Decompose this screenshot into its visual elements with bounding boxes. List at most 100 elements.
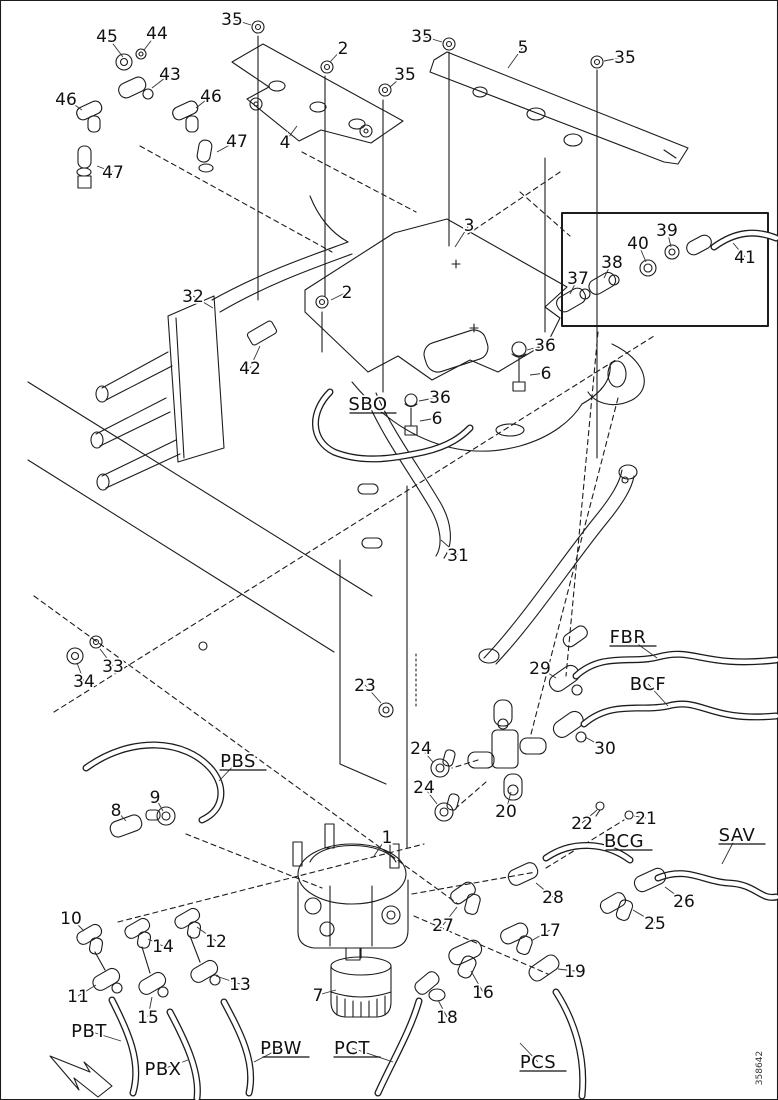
callout-38: 38 xyxy=(601,253,623,273)
callout-29: 29 xyxy=(529,659,551,679)
callout-19: 19 xyxy=(564,962,586,982)
port-label-bcg: BCG xyxy=(604,831,644,852)
leader-line xyxy=(215,975,241,985)
leader-line xyxy=(440,539,459,556)
main-mounting-plate-3 xyxy=(304,218,645,452)
port-label-pbt: PBT xyxy=(71,1021,107,1042)
leader-line xyxy=(507,46,524,69)
callout-35: 35 xyxy=(614,48,636,68)
leader-line xyxy=(106,35,124,58)
callout-3: 3 xyxy=(464,216,475,236)
leader-line xyxy=(420,747,434,763)
callout-24: 24 xyxy=(410,739,432,759)
leader-line xyxy=(557,968,576,972)
fasteners-33-34 xyxy=(66,635,208,665)
bottom-center-fittings xyxy=(374,922,587,1100)
port-label-bcf: BCF xyxy=(630,674,666,695)
valve-assembly xyxy=(292,823,409,1018)
callout-1: 1 xyxy=(382,828,393,848)
forward-direction-arrow xyxy=(49,1055,113,1098)
callout-35: 35 xyxy=(411,27,433,47)
port-label-sbo: SBO xyxy=(348,394,387,415)
leader-line xyxy=(419,417,438,422)
leader-line xyxy=(539,667,557,679)
callout-6: 6 xyxy=(432,409,443,429)
support-bracket-31 xyxy=(357,392,451,559)
cross-fitting-group xyxy=(378,699,634,822)
callout-39: 39 xyxy=(656,221,678,241)
leader-line xyxy=(70,917,85,932)
leader-line xyxy=(732,242,746,258)
leader-line xyxy=(437,999,448,1018)
leader-line xyxy=(351,1047,394,1063)
callout-34: 34 xyxy=(73,672,95,692)
leader-line xyxy=(65,98,83,111)
leader-line xyxy=(603,56,626,62)
leader-line xyxy=(77,984,97,997)
callout-4: 4 xyxy=(280,133,291,153)
leader-line xyxy=(721,834,738,865)
callout-8: 8 xyxy=(111,801,122,821)
figure-number: 358642 xyxy=(755,1051,765,1085)
callout-2: 2 xyxy=(342,283,353,303)
callout-13: 13 xyxy=(229,975,251,995)
callout-24: 24 xyxy=(413,778,435,798)
callout-11: 11 xyxy=(67,987,89,1007)
leader-line xyxy=(162,1059,189,1070)
leader-line xyxy=(526,344,546,351)
callout-33: 33 xyxy=(102,657,124,677)
leader-line xyxy=(147,938,164,947)
callout-46: 46 xyxy=(55,90,77,110)
callout-14: 14 xyxy=(152,937,174,957)
leader-line xyxy=(569,277,579,295)
callout-22: 22 xyxy=(571,814,593,834)
leader-line xyxy=(76,662,85,682)
port-label-pbx: PBX xyxy=(144,1059,181,1080)
leader-line xyxy=(115,809,127,822)
fbr-bcf-group xyxy=(548,650,778,743)
leader-line xyxy=(99,648,114,667)
leader-line xyxy=(231,18,252,26)
leader-line xyxy=(603,261,613,279)
fitting-cluster-top-left xyxy=(76,48,214,189)
leader-line xyxy=(389,73,406,88)
bracket-plate-5 xyxy=(429,51,689,165)
leader-line xyxy=(154,796,164,812)
callout-20: 20 xyxy=(495,802,517,822)
leader-line xyxy=(627,636,658,659)
callout-47: 47 xyxy=(226,132,248,152)
callout-21: 21 xyxy=(635,809,657,829)
leader-line xyxy=(519,1042,539,1063)
leader-line xyxy=(584,736,606,749)
leader-line xyxy=(330,291,348,301)
callout-43: 43 xyxy=(159,65,181,85)
leader-line xyxy=(633,815,647,819)
leader-line xyxy=(637,242,647,263)
leader-line xyxy=(284,125,298,143)
port-label-sav: SAV xyxy=(719,825,756,846)
leader-line xyxy=(442,906,458,926)
callout-9: 9 xyxy=(150,788,161,808)
callout-40: 40 xyxy=(627,234,649,254)
leader-line xyxy=(143,32,158,51)
callout-5: 5 xyxy=(518,38,529,58)
callout-37: 37 xyxy=(567,269,589,289)
port-label-pbw: PBW xyxy=(260,1038,302,1059)
leader-line xyxy=(218,760,239,782)
leader-line xyxy=(530,929,551,942)
callout-28: 28 xyxy=(542,888,564,908)
leader-line xyxy=(423,786,438,805)
callout-12: 12 xyxy=(205,932,227,952)
leader-line xyxy=(192,295,214,309)
bottom-left-fittings xyxy=(76,907,255,1100)
leader-line xyxy=(249,345,261,369)
callout-36: 36 xyxy=(429,388,451,408)
clip-42 xyxy=(246,320,278,346)
callout-30: 30 xyxy=(594,739,616,759)
callout-23: 23 xyxy=(354,676,376,696)
fasteners-36-6 xyxy=(404,341,527,436)
leader-line xyxy=(421,35,443,43)
